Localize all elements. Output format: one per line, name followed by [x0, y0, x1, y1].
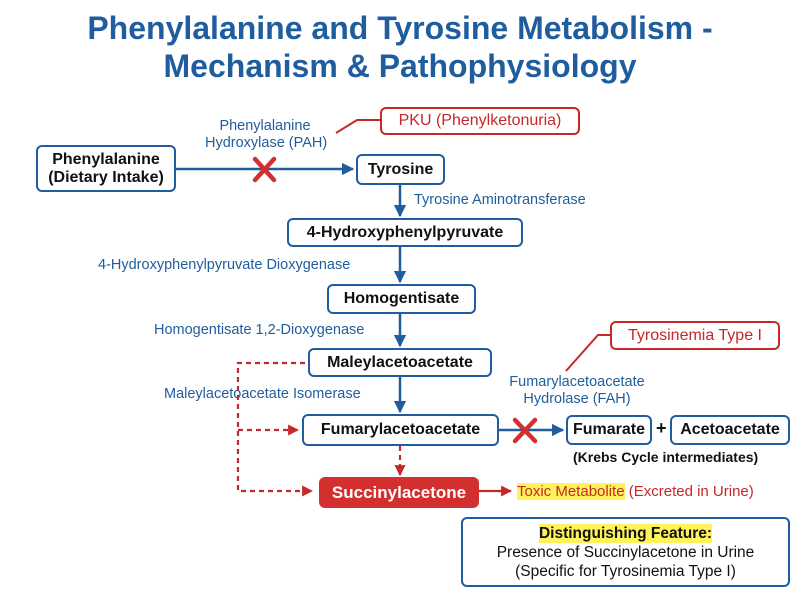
node-phenylalanine-source: (Dietary Intake)	[48, 168, 164, 186]
distinguishing-feature-line2: (Specific for Tyrosinemia Type I)	[515, 562, 736, 580]
arrow-maa-loop	[236, 361, 314, 497]
enzyme-pah-line2: Hydroxylase (PAH)	[205, 135, 328, 151]
plus-sign: +	[656, 418, 667, 438]
disease-tyrosinemia-type-i: Tyrosinemia Type I	[610, 321, 780, 350]
node-tyrosine: Tyrosine	[356, 154, 445, 185]
excreted-label: (Excreted in Urine)	[624, 483, 754, 500]
enzyme-homogentisate-dioxygenase: Homogentisate 1,2-Dioxygenase	[154, 322, 365, 338]
x-mark-icon	[252, 156, 277, 183]
enzyme-hppd: 4-Hydroxyphenylpyruvate Dioxygenase	[98, 257, 351, 273]
enzyme-fah-line1: Fumarylacetoacetate	[509, 374, 645, 390]
node-maleylacetoacetate: Maleylacetoacetate	[308, 348, 492, 377]
node-homogentisate: Homogentisate	[327, 284, 476, 314]
page-title-line2: Mechanism & Pathophysiology	[163, 48, 637, 84]
distinguishing-feature-line1: Presence of Succinylacetone in Urine	[496, 543, 755, 561]
enzyme-tyrosine-aminotransferase: Tyrosine Aminotransferase	[414, 192, 586, 208]
node-phenylalanine-name: Phenylalanine	[52, 150, 160, 168]
pku-leader-line	[335, 119, 380, 134]
x-mark-icon	[512, 417, 538, 444]
toxic-metabolite-note: Toxic Metabolite (Excreted in Urine)	[517, 483, 754, 500]
tyrosinemia-leader-line	[565, 334, 610, 372]
node-succinylacetone: Succinylacetone	[319, 477, 479, 508]
enzyme-fah: Fumarylacetoacetate Hydrolase (FAH)	[497, 374, 657, 408]
distinguishing-feature-title: Distinguishing Feature:	[538, 523, 713, 543]
toxic-metabolite-label: Toxic Metabolite	[517, 483, 625, 500]
enzyme-pah-line1: Phenylalanine	[219, 118, 311, 134]
node-fumarate: Fumarate	[566, 415, 652, 445]
enzyme-pah: Phenylalanine Hydroxylase (PAH)	[205, 118, 328, 152]
node-4-hydroxyphenylpyruvate: 4-Hydroxyphenylpyruvate	[287, 218, 523, 247]
node-acetoacetate: Acetoacetate	[670, 415, 790, 445]
page-title-line1: Phenylalanine and Tyrosine Metabolism -	[87, 10, 713, 46]
node-phenylalanine: Phenylalanine (Dietary Intake)	[36, 145, 176, 192]
distinguishing-feature-box: Distinguishing Feature: Presence of Succ…	[461, 517, 790, 587]
enzyme-fah-line2: Hydrolase (FAH)	[523, 391, 631, 407]
node-fumarylacetoacetate: Fumarylacetoacetate	[302, 414, 499, 446]
enzyme-maleylacetoacetate-isomerase: Maleylacetoacetate Isomerase	[164, 386, 361, 402]
disease-pku: PKU (Phenylketonuria)	[380, 107, 580, 135]
krebs-note: (Krebs Cycle intermediates)	[573, 449, 759, 465]
